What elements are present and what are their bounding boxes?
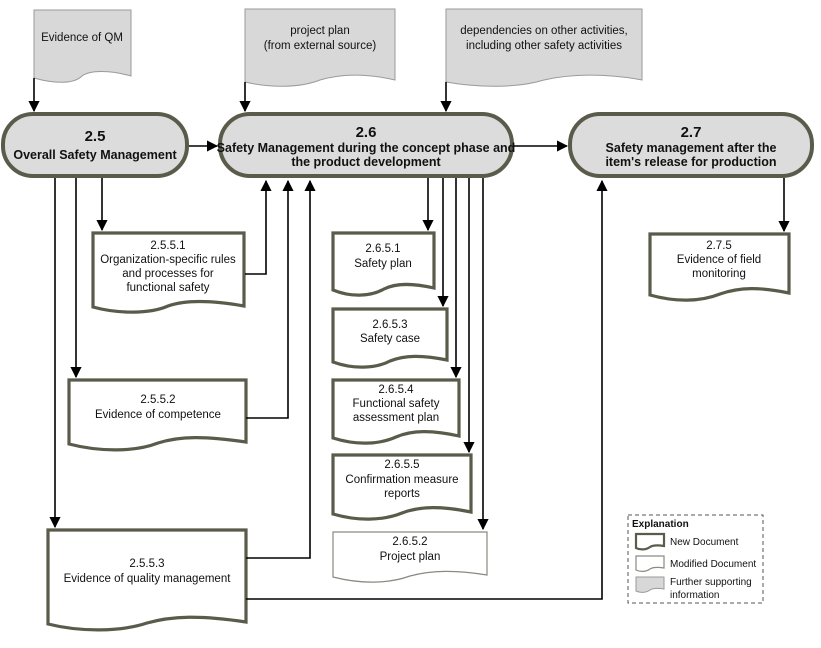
- doc-2-7-5-number: 2.7.5: [706, 240, 732, 252]
- legend-modified-doc-label: Modified Document: [670, 559, 756, 570]
- doc-2-5-5-3-line1: Evidence of quality management: [64, 573, 232, 585]
- process-2-5-title: Overall Safety Management: [13, 148, 177, 162]
- doc-2-6-5-1: 2.6.5.1 Safety plan: [331, 231, 436, 297]
- doc-2-6-5-3-number: 2.6.5.3: [372, 319, 407, 331]
- edges: [28, 78, 790, 600]
- doc-2-5-5-2: 2.5.5.2 Evidence of competence: [67, 378, 248, 452]
- doc-2-7-5-line1: Evidence of field: [677, 254, 761, 266]
- legend-title: Explanation: [632, 519, 689, 530]
- process-2-5: 2.5 Overall Safety Management: [1, 112, 189, 178]
- doc-2-6-5-5: 2.6.5.5 Confirmation measure reports: [331, 453, 473, 521]
- input-evidence-of-qm: Evidence of QM: [33, 9, 132, 83]
- doc-2-6-5-4: 2.6.5.4 Functional safety assessment pla…: [331, 378, 461, 445]
- process-2-6-title-line2: the product development: [291, 155, 441, 169]
- input-project-plan-line1: project plan: [290, 25, 349, 37]
- process-2-5-number: 2.5: [85, 128, 106, 145]
- doc-2-6-5-2-line1: Project plan: [380, 551, 441, 563]
- doc-2-5-5-1-line3: functional safety: [126, 282, 209, 294]
- doc-2-6-5-4-line2: assessment plan: [353, 412, 439, 424]
- doc-2-6-5-4-line1: Functional safety: [353, 398, 440, 410]
- legend-new-doc-label: New Document: [670, 537, 739, 548]
- legend-supporting-label-line2: information: [670, 590, 719, 601]
- doc-2-6-5-5-number: 2.6.5.5: [384, 459, 419, 471]
- process-2-6: 2.6 Safety Management during the concept…: [217, 112, 516, 178]
- doc-2-5-5-2-number: 2.5.5.2: [140, 394, 175, 406]
- process-2-6-title-line1: Safety Management during the concept pha…: [217, 141, 516, 155]
- doc-2-5-5-3-number: 2.5.5.3: [129, 558, 164, 570]
- edge-2552-to-2-6: [246, 179, 294, 419]
- doc-2-7-5-line2: monitoring: [692, 268, 746, 280]
- input-evidence-of-qm-text: Evidence of QM: [41, 32, 123, 44]
- edge-2553-to-2-6: [246, 179, 316, 559]
- doc-2-5-5-1-line2: and processes for: [122, 268, 214, 280]
- doc-2-6-5-4-number: 2.6.5.4: [378, 384, 414, 396]
- edge-2551-to-2-6: [245, 179, 272, 275]
- legend: Explanation New Document Modified Docume…: [627, 514, 764, 604]
- process-2-6-number: 2.6: [356, 124, 377, 141]
- input-project-plan: project plan (from external source): [244, 8, 396, 87]
- legend-supporting-swatch: [635, 576, 665, 593]
- doc-2-5-5-2-line1: Evidence of competence: [95, 409, 221, 421]
- doc-2-6-5-3-line1: Safety case: [360, 333, 420, 345]
- doc-2-5-5-1-line1: Organization-specific rules: [100, 254, 236, 266]
- doc-2-6-5-1-line1: Safety plan: [354, 258, 412, 270]
- process-2-7-number: 2.7: [681, 124, 702, 141]
- doc-2-6-5-5-line2: reports: [384, 488, 420, 500]
- input-dependencies-line1: dependencies on other activities,: [460, 25, 628, 37]
- doc-2-6-5-2: 2.6.5.2 Project plan: [332, 531, 488, 583]
- doc-2-6-5-2-number: 2.6.5.2: [392, 536, 427, 548]
- input-dependencies-line2: including other safety activities: [466, 40, 622, 52]
- process-2-7: 2.7 Safety management after the item's r…: [568, 112, 814, 178]
- doc-2-7-5: 2.7.5 Evidence of field monitoring: [648, 232, 791, 302]
- legend-new-doc-swatch: [634, 532, 666, 551]
- input-dependencies: dependencies on other activities, includ…: [445, 8, 643, 87]
- doc-2-5-5-1: 2.5.5.1 Organization-specific rules and …: [91, 231, 246, 314]
- doc-2-6-5-3: 2.6.5.3 Safety case: [331, 307, 449, 369]
- input-project-plan-line2: (from external source): [264, 40, 377, 52]
- doc-2-6-5-1-number: 2.6.5.1: [365, 243, 400, 255]
- process-2-7-title-line2: item's release for production: [605, 155, 776, 169]
- doc-2-5-5-3: 2.5.5.3 Evidence of quality management: [46, 528, 248, 632]
- edge-2553-to-2-7: [246, 179, 608, 600]
- legend-modified-doc-swatch: [635, 555, 665, 572]
- legend-supporting-label-line1: Further supporting: [670, 577, 752, 588]
- process-2-7-title-line1: Safety management after the: [606, 141, 777, 155]
- doc-2-5-5-1-number: 2.5.5.1: [150, 240, 185, 252]
- doc-2-6-5-5-line1: Confirmation measure: [345, 474, 458, 486]
